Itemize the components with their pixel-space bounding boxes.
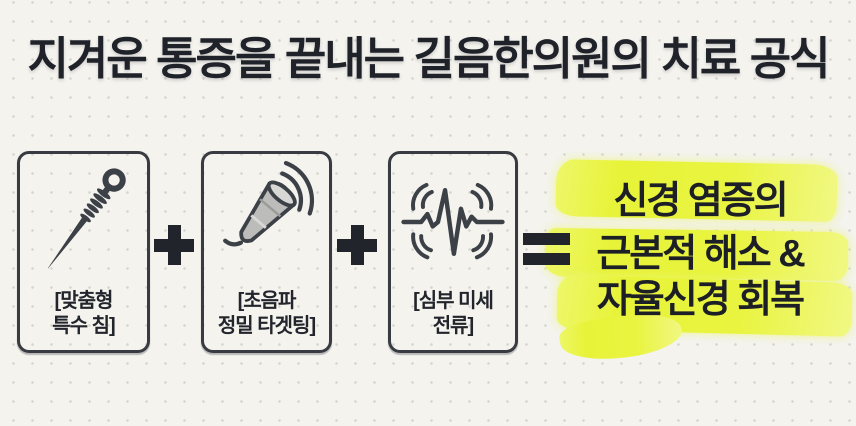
label-line: [초음파 <box>237 290 297 312</box>
plus-horizontal-bar <box>337 238 377 252</box>
plus-horizontal-bar <box>154 238 194 252</box>
plus-operator-1 <box>154 225 194 265</box>
equals-bottom-bar <box>523 253 570 265</box>
page-title: 지겨운 통증을 끝내는 길음한의원의 치료 공식 <box>27 33 830 84</box>
equals-operator <box>523 233 570 265</box>
acupuncture-needle-icon <box>20 151 147 289</box>
treatment-label-needle: [맞춤형 특수 침] <box>52 289 115 339</box>
microcurrent-wave-icon <box>391 154 515 289</box>
treatment-label-microcurrent: [심부 미세 전류] <box>413 289 494 339</box>
result-line-1: 신경 염증의 <box>613 180 788 222</box>
label-line: [심부 미세 <box>413 290 494 312</box>
treatment-box-microcurrent: [심부 미세 전류] <box>388 151 518 353</box>
plus-operator-2 <box>337 225 377 265</box>
label-line: 정밀 타겟팅] <box>217 315 316 337</box>
label-line: 전류] <box>432 315 474 337</box>
treatment-label-ultrasound: [초음파 정밀 타겟팅] <box>217 289 316 339</box>
treatment-box-ultrasound: [초음파 정밀 타겟팅] <box>201 151 332 353</box>
ultrasound-probe-icon <box>204 154 329 289</box>
treatment-box-needle: [맞춤형 특수 침] <box>17 151 150 353</box>
result-line-3: 자율신경 회복 <box>596 279 805 321</box>
result-line-2: 근본적 해소 & <box>596 233 805 275</box>
label-line: 특수 침] <box>52 315 115 337</box>
equals-top-bar <box>523 233 570 245</box>
label-line: [맞춤형 <box>54 290 114 312</box>
